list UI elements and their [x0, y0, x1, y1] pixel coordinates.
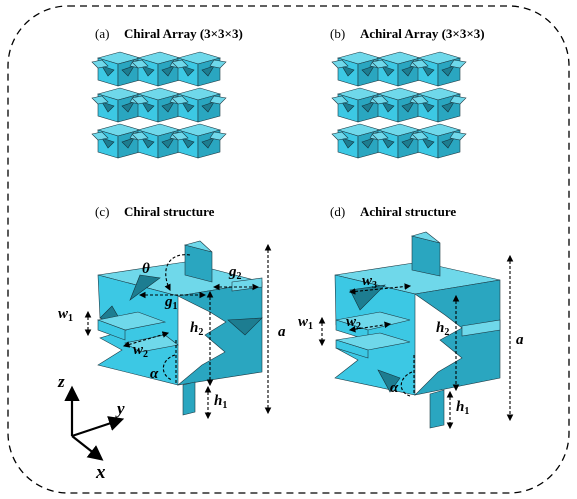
y-axis-arrow [71, 416, 125, 438]
w1-label: w1 [58, 306, 73, 324]
w2-dimension-d [348, 321, 392, 333]
x-axis-arrow [71, 435, 104, 461]
w3-dimension [348, 283, 412, 295]
a-label-c: a [278, 324, 286, 340]
z-axis-label: z [57, 372, 65, 391]
w2-label: w2 [133, 342, 148, 360]
theta-arc [164, 254, 191, 291]
panel-a-title: Chiral Array (3×3×3) [124, 26, 243, 41]
h2-label: h2 [190, 320, 203, 338]
x-axis-label: x [95, 462, 106, 483]
coordinate-axes: z y x [57, 372, 125, 483]
achiral-array-illustration [331, 51, 467, 159]
h1-label: h1 [214, 393, 227, 411]
w1-label-d: w1 [298, 314, 313, 332]
g2-label: g2 [228, 264, 242, 282]
panel-d-tag: (d) [330, 204, 345, 219]
panel-a-tag: (a) [95, 26, 109, 41]
panel-b-title: Achiral Array (3×3×3) [360, 26, 485, 41]
a-label-d: a [516, 332, 524, 348]
w2-label-d: w2 [346, 314, 361, 332]
dashed-frame [7, 5, 570, 494]
chiral-unit-cell [96, 240, 263, 416]
chiral-array-illustration [91, 51, 227, 159]
h1-label-d: h1 [456, 399, 469, 417]
w3-label: w3 [362, 273, 377, 291]
theta-label: θ [142, 261, 150, 277]
y-axis-label: y [115, 399, 125, 418]
panel-b-tag: (b) [330, 26, 345, 41]
alpha-label-c: α [150, 366, 159, 382]
panel-c-title: Chiral structure [124, 204, 215, 219]
alpha-arc-c [162, 354, 176, 381]
alpha-label-d: α [390, 380, 399, 396]
h2-label-d: h2 [436, 320, 449, 338]
g1-label: g1 [164, 294, 178, 312]
alpha-arc-d [400, 371, 413, 397]
panel-c-tag: (c) [95, 204, 109, 219]
w2-dimension [122, 331, 170, 348]
panel-d-title: Achiral structure [360, 204, 456, 219]
